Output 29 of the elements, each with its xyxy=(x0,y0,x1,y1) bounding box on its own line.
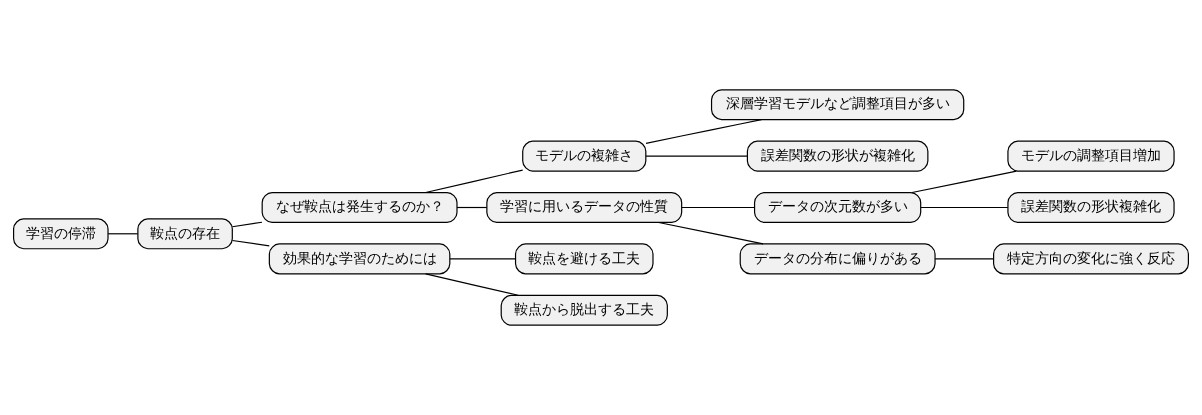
node-box: モデルの複雑さ xyxy=(522,140,647,172)
node-box: 特定方向の変化に強く反応 xyxy=(993,243,1189,275)
node-box: データの分布に偏りがある xyxy=(739,243,936,275)
node-box: 誤差関数の形状複雑化 xyxy=(1007,191,1175,224)
node-box: 学習に用いるデータの性質 xyxy=(486,191,683,224)
connector xyxy=(231,221,263,228)
node-box: データの次元数が多い xyxy=(753,191,922,224)
connector xyxy=(658,221,764,245)
connector xyxy=(645,155,748,157)
node-box: 鞍点の存在 xyxy=(137,218,233,250)
connector xyxy=(911,170,1018,194)
node-box: なぜ鞍点は発生するのか？ xyxy=(261,191,458,224)
connector xyxy=(934,258,994,260)
connector xyxy=(456,206,488,209)
connector xyxy=(681,206,755,209)
node-box: モデルの調整項目増加 xyxy=(1007,140,1175,172)
node-box: 深層学習モデルなど調整項目が多い xyxy=(710,89,965,121)
connector xyxy=(231,239,270,247)
node-box: 誤差関数の形状が複雑化 xyxy=(746,140,929,172)
node-box: 鞍点から脱出する工夫 xyxy=(500,294,668,326)
node-box: 学習の停滞 xyxy=(13,218,109,250)
connector xyxy=(425,273,519,296)
connector xyxy=(425,169,524,194)
connector xyxy=(645,119,763,144)
node-box: 鞍点を避ける工夫 xyxy=(514,243,654,275)
connector xyxy=(920,206,1009,209)
connector xyxy=(449,258,517,260)
connector xyxy=(107,233,139,235)
node-box: 効果的な学習のためには xyxy=(268,243,451,275)
